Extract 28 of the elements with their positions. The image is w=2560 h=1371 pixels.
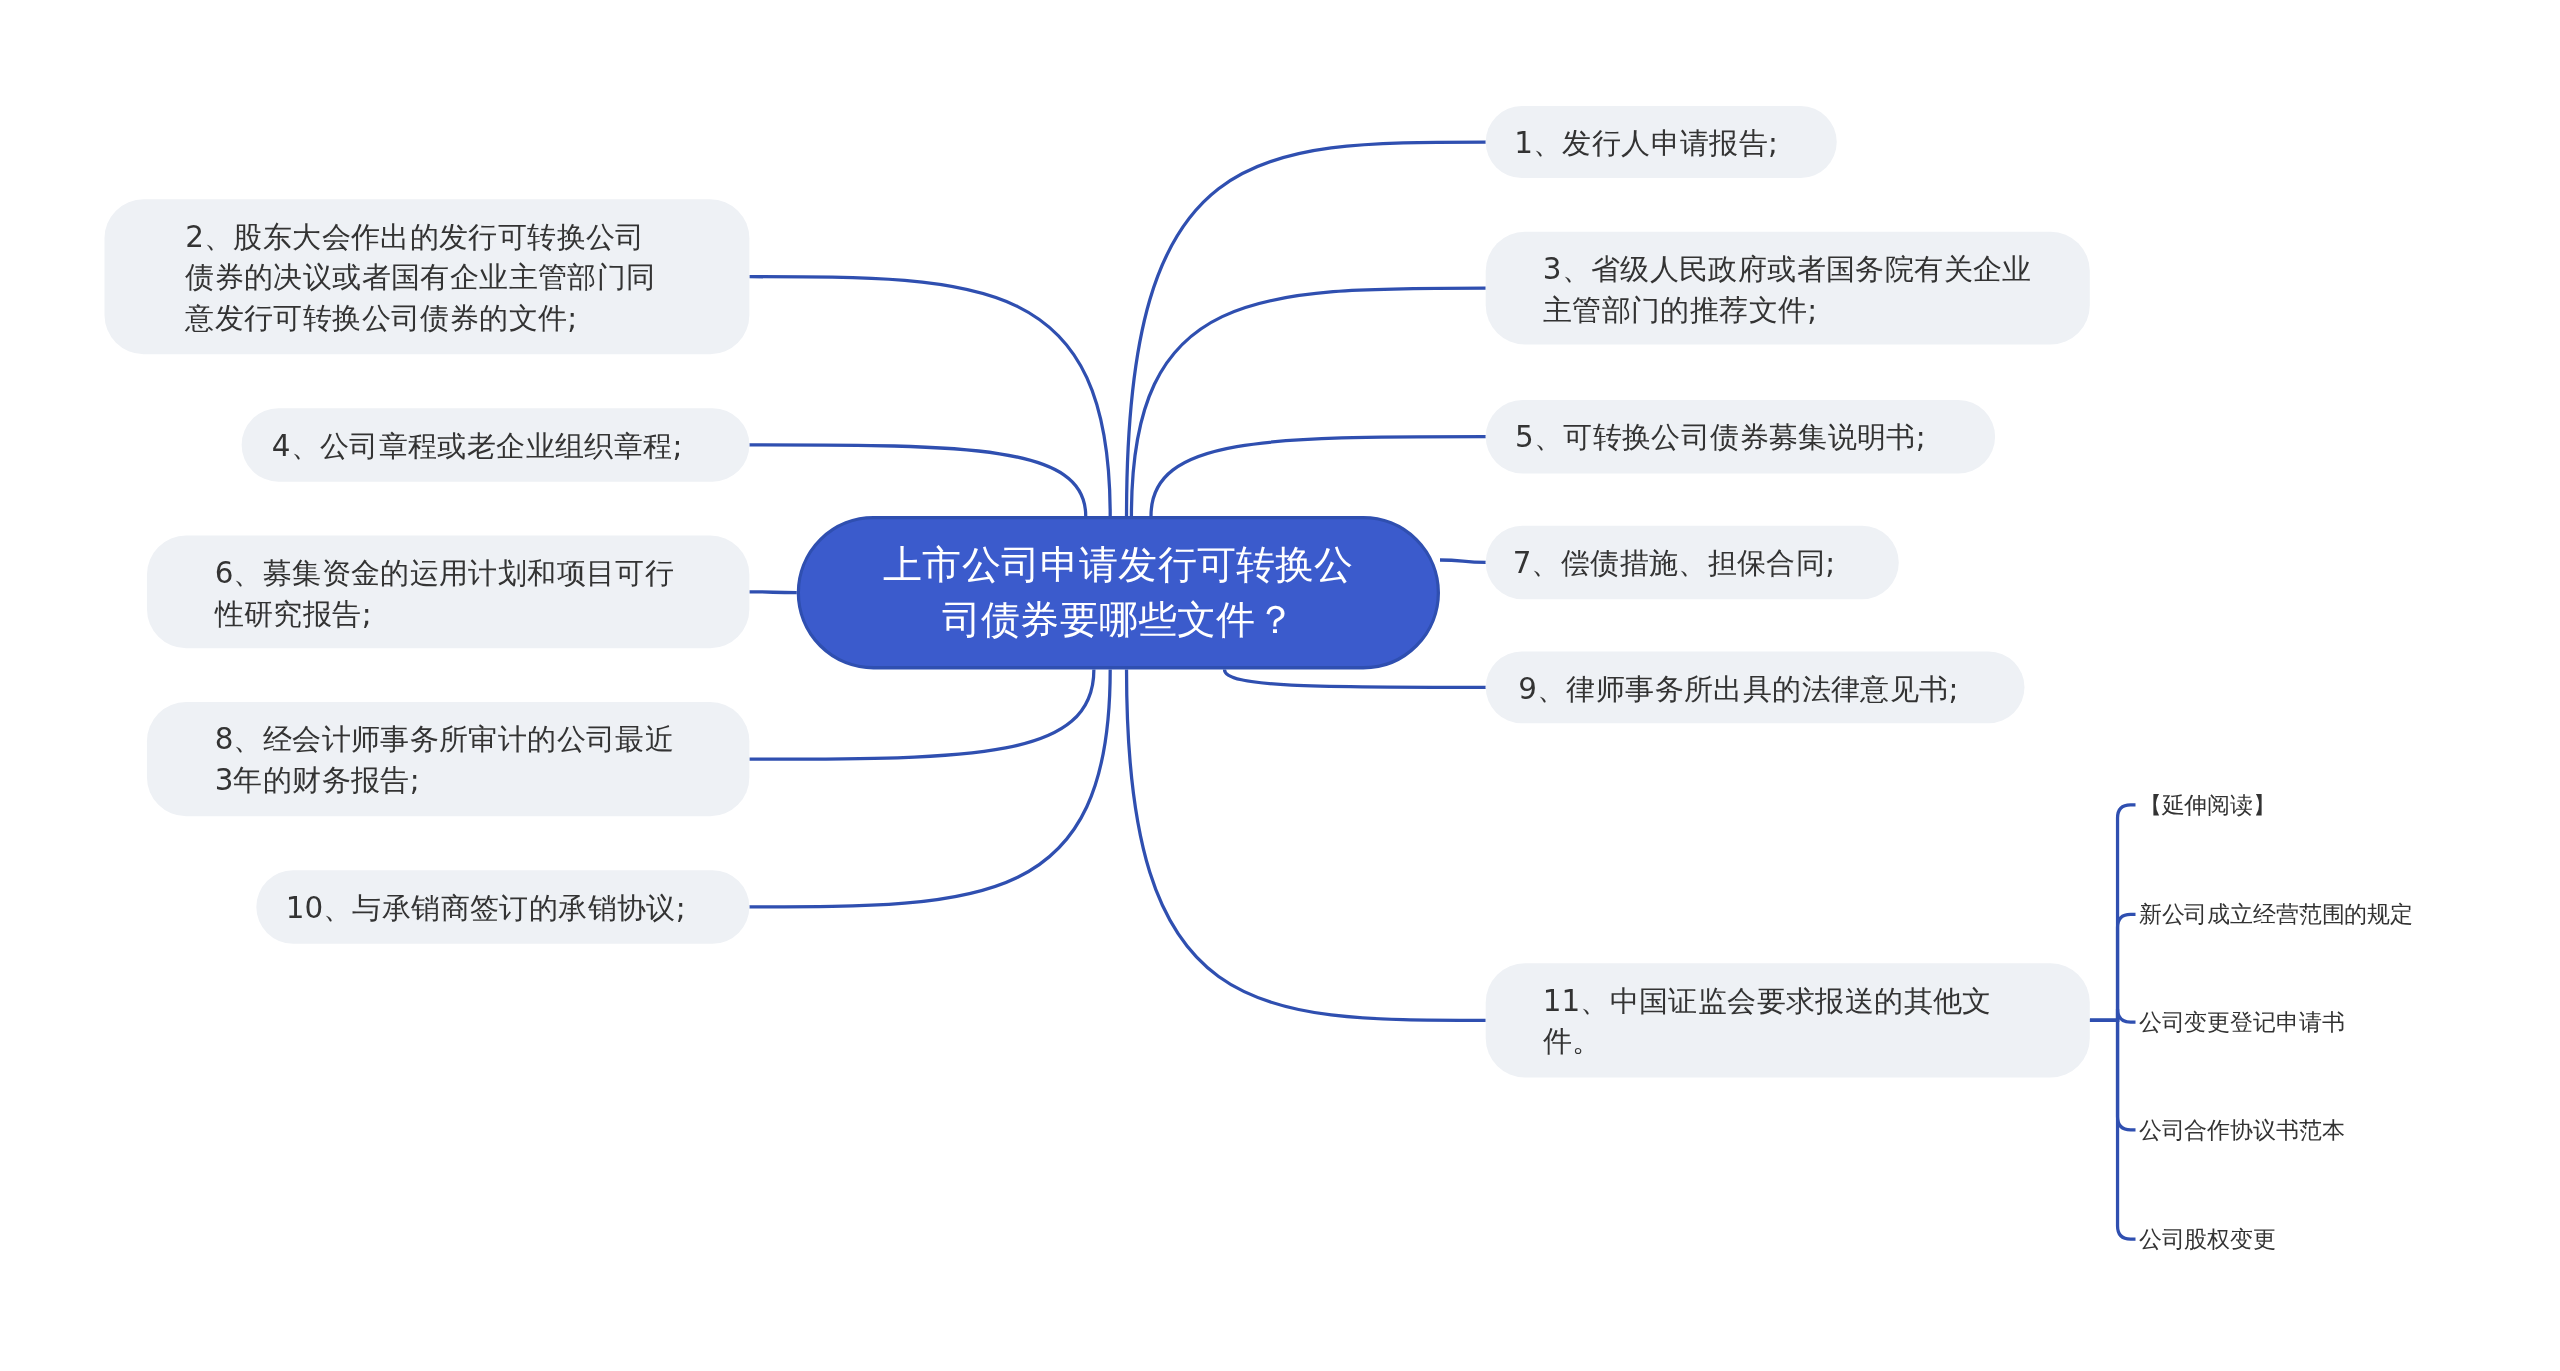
subtopic-text: 公司合作协议书范本 bbox=[2138, 1111, 2400, 1148]
branch-box: 2、股东大会作出的发行可转换公司债券的决议或者国有企业主管部门同意发行可转换公司债券的文件; bbox=[104, 199, 750, 355]
subtopic-text: 新公司成立经营范围的规定 bbox=[2138, 896, 2466, 933]
connector-line bbox=[1149, 435, 1486, 517]
connector-line bbox=[1124, 140, 1486, 516]
topic-box: 上市公司申请发行可转换公司债券要哪些文件？ bbox=[796, 515, 1440, 670]
connector-line bbox=[1440, 558, 1486, 565]
branch-box: 7、偿债措施、担保合同; bbox=[1485, 525, 1899, 600]
subtopic-text: 公司股权变更 bbox=[2138, 1221, 2335, 1258]
branch-box: 6、募集资金的运用计划和项目可行性研究报告; bbox=[146, 535, 750, 649]
connector-line bbox=[749, 590, 797, 595]
connector-line bbox=[1223, 668, 1486, 689]
branch-box: 9、律师事务所出具的法律意见书; bbox=[1485, 651, 2025, 724]
branch-box: 11、中国证监会要求报送的其他文件。 bbox=[1485, 963, 2090, 1078]
branch-box: 1、发行人申请报告; bbox=[1485, 106, 1837, 178]
connector-line bbox=[749, 669, 1112, 909]
connector-line bbox=[749, 669, 1096, 761]
branch-box: 10、与承销商签订的承销协议; bbox=[256, 870, 750, 944]
connector-line bbox=[749, 275, 1112, 516]
branch-box: 3、省级人民政府或者国务院有关企业主管部门的推荐文件; bbox=[1485, 231, 2090, 345]
branch-box: 5、可转换公司债券募集说明书; bbox=[1485, 400, 1996, 474]
connector-line bbox=[749, 443, 1088, 517]
subtopic-text: 公司变更登记申请书 bbox=[2138, 1004, 2400, 1040]
branch-box: 4、公司章程或老企业组织章程; bbox=[241, 408, 750, 482]
subtopic-text: 【延伸阅读】 bbox=[2138, 786, 2335, 823]
connector-line bbox=[1124, 669, 1486, 1023]
branch-box: 8、经会计师事务所审计的公司最近3年的财务报告; bbox=[146, 702, 750, 817]
connector-line bbox=[1129, 286, 1486, 516]
